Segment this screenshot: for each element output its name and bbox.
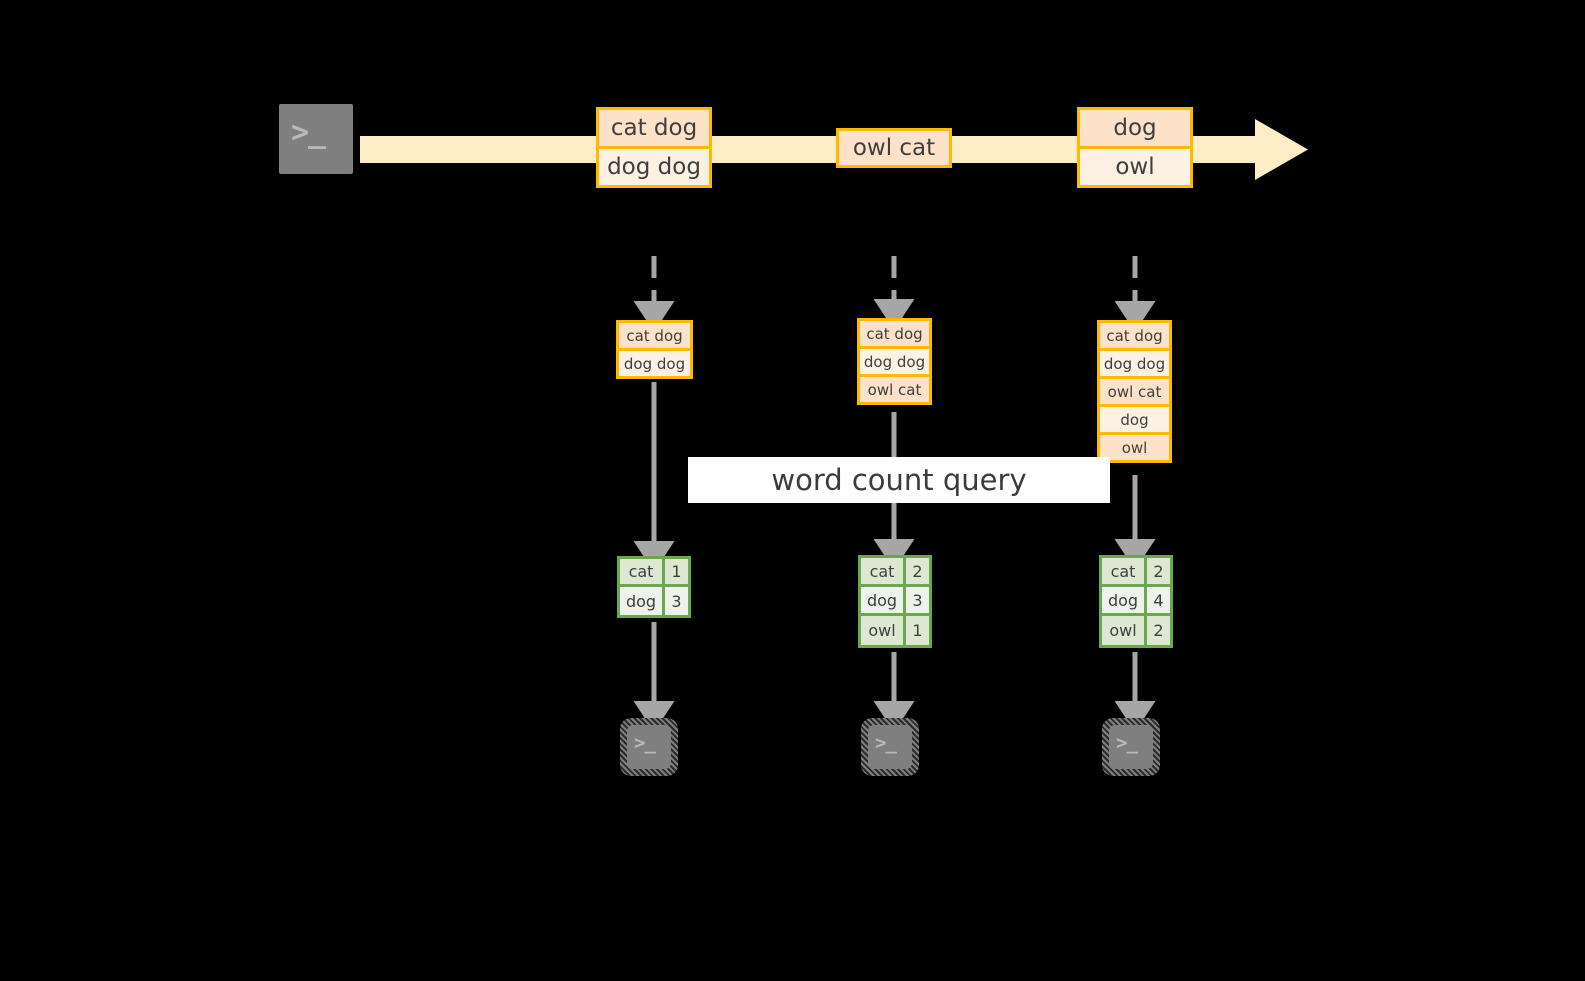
- result-count: 3: [906, 587, 929, 616]
- terminal-screen: [868, 725, 912, 769]
- result-count: 2: [1147, 616, 1170, 645]
- terminal-screen: [279, 104, 353, 174]
- result-count: 2: [1147, 558, 1170, 587]
- stream-record-cat-dog: cat dog: [596, 107, 712, 149]
- snapshot-3-records: cat dog dog dog owl cat dog owl: [1097, 320, 1172, 475]
- table-row: cat 2: [1102, 558, 1170, 587]
- table-row: dog 3: [861, 587, 929, 616]
- snapshot-3-record-2: dog dog: [1097, 348, 1172, 379]
- snapshot-3-record-4: dog: [1097, 404, 1172, 435]
- result-count: 4: [1147, 587, 1170, 616]
- source-terminal-icon: >_: [270, 95, 362, 183]
- sink-terminal-icon-1: >_: [620, 718, 678, 776]
- terminal-screen: [627, 725, 671, 769]
- table-row: dog 4: [1102, 587, 1170, 616]
- result-table-2: cat 2 dog 3 owl 1: [858, 555, 932, 648]
- terminal-screen: [1109, 725, 1153, 769]
- snapshot-2-record-1: cat dog: [857, 318, 932, 349]
- result-word: cat: [861, 558, 906, 587]
- snapshot-3-record-1: cat dog: [1097, 320, 1172, 351]
- result-table-3: cat 2 dog 4 owl 2: [1099, 555, 1173, 648]
- stream-record-dog: dog: [1077, 107, 1193, 149]
- stream-record-owl-cat: owl cat: [836, 128, 952, 168]
- result-count: 1: [906, 616, 929, 645]
- table-row: owl 1: [861, 616, 929, 645]
- result-count: 1: [665, 559, 688, 587]
- snapshot-1-record-2: dog dog: [616, 348, 693, 379]
- query-label: word count query: [688, 457, 1110, 503]
- result-word: cat: [620, 559, 665, 587]
- snapshot-1-records: cat dog dog dog: [616, 320, 693, 382]
- table-row: owl 2: [1102, 616, 1170, 645]
- snapshot-2-record-2: dog dog: [857, 346, 932, 377]
- stream-record-owl: owl: [1077, 146, 1193, 188]
- result-word: cat: [1102, 558, 1147, 587]
- snapshot-2-record-3: owl cat: [857, 374, 932, 405]
- stream-band-arrow: [360, 119, 1308, 180]
- result-word: dog: [620, 587, 665, 615]
- snapshot-2-records: cat dog dog dog owl cat: [857, 318, 932, 411]
- snapshot-1-record-1: cat dog: [616, 320, 693, 351]
- result-word: owl: [861, 616, 906, 645]
- sink-terminal-icon-3: >_: [1102, 718, 1160, 776]
- result-word: owl: [1102, 616, 1147, 645]
- table-row: cat 1: [620, 559, 688, 587]
- sink-terminal-icon-2: >_: [861, 718, 919, 776]
- result-word: dog: [1102, 587, 1147, 616]
- result-count: 3: [665, 587, 688, 615]
- terminal-prompt-glyph: >_: [1116, 732, 1138, 754]
- result-table-1: cat 1 dog 3: [617, 556, 691, 618]
- terminal-prompt-glyph: >_: [875, 732, 897, 754]
- result-word: dog: [861, 587, 906, 616]
- snapshot-3-record-3: owl cat: [1097, 376, 1172, 407]
- terminal-prompt-glyph: >_: [634, 732, 656, 754]
- terminal-prompt-glyph: >_: [291, 115, 326, 150]
- result-count: 2: [906, 558, 929, 587]
- table-row: dog 3: [620, 587, 688, 615]
- stream-record-dog-dog: dog dog: [596, 146, 712, 188]
- table-row: cat 2: [861, 558, 929, 587]
